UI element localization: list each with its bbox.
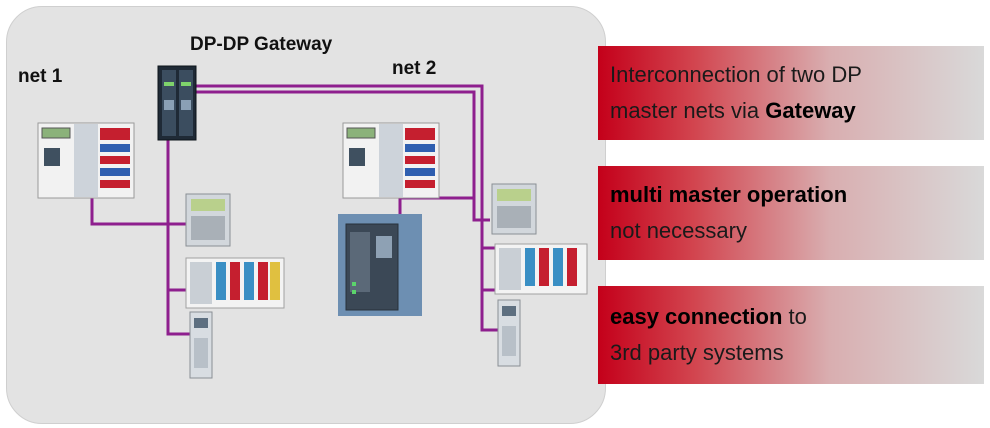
net2-drop-drive [480,290,500,332]
net1-drop-panel [166,224,186,292]
net2-drop-hmi [472,198,490,222]
net2-io-module [494,243,588,295]
net1-controller-device [37,122,135,199]
bullet-gateway-line2: master nets via Gateway [610,98,856,123]
net1-io-module [185,257,285,309]
net1-label: net 1 [18,66,63,87]
net1-drop-io [166,290,192,336]
net2-controller-device [342,122,440,199]
net2-hmi-panel [491,183,537,235]
bullet-connection-line1: easy connection to [610,304,807,329]
third-party-plc-device [338,214,422,316]
net1-hmi-panel [185,193,231,247]
bullet-multimaster-line1: multi master operation [610,182,848,207]
bullet-gateway: Interconnection of two DP master nets vi… [598,46,984,140]
net2-label: net 2 [392,58,437,79]
bullet-multimaster-line2: not necessary [610,218,747,243]
bullet-connection-line2: 3rd party systems [610,340,784,365]
bullet-connection: easy connection to 3rd party systems [598,286,984,384]
dp-dp-gateway-device [157,65,197,141]
net2-drive-unit [497,299,521,367]
net1-bus [90,140,170,226]
gateway-label: DP-DP Gateway [190,34,333,55]
net1-drive-unit [189,311,213,379]
bullet-multimaster: multi master operation not necessary [598,166,984,260]
net2-bus-upper [195,84,497,250]
bullet-gateway-line1: Interconnection of two DP [610,62,862,87]
